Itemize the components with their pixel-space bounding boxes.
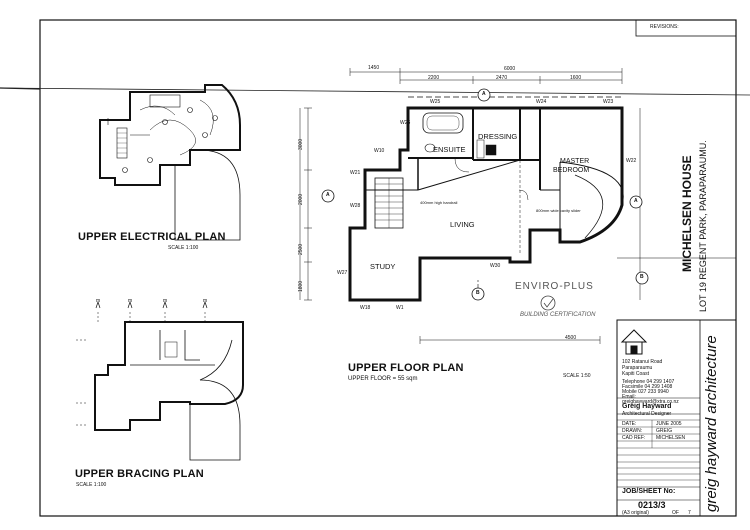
- job-sheet-number: 0213/3: [638, 500, 666, 510]
- firm-contact-line: Facsimile 04 299 1408: [622, 384, 673, 390]
- designer-role: Architectural Designer: [622, 411, 672, 417]
- date-label: DATE:: [622, 421, 637, 427]
- firm-contact-line: Email:: [622, 394, 636, 400]
- firm-address-line: Kapiti Coast: [622, 371, 649, 377]
- bracing-grid-marker: m: [96, 298, 101, 304]
- window-tag: W22: [626, 158, 637, 164]
- dimension-label: 1450: [368, 65, 380, 71]
- section-marker-label: B: [640, 274, 644, 280]
- project-address: LOT 19 REGENT PARK, PARAPARAUMU.: [698, 140, 708, 312]
- dimension-label: 2470: [496, 75, 508, 81]
- dimension-label: 4500: [565, 335, 577, 341]
- firm-contact-line: Mobile 027 233 9940: [622, 389, 669, 395]
- cad-label: CAD REF:: [622, 435, 646, 441]
- window-tag: W26: [400, 120, 411, 126]
- bracing-grid-marker: m: [128, 298, 133, 304]
- paper-size-note: (A3 original): [622, 510, 649, 516]
- room-label-ensuite: ENSUITE: [433, 145, 466, 154]
- house-logo-icon: [620, 329, 648, 355]
- date-value: JUNE 2005: [656, 421, 682, 427]
- sheet-total: 7: [688, 510, 691, 516]
- job-sheet-label: JOB/SHEET No:: [622, 488, 676, 495]
- dimension-label: 3000: [298, 138, 304, 150]
- firm-contact-line: greighayward@xtra.co.nz: [622, 399, 679, 405]
- bracing-plan-drawing: [76, 300, 244, 461]
- bracing-grid-marker: m: [163, 298, 168, 304]
- sheet-of-label: OF: [672, 510, 679, 516]
- window-tag: W25: [430, 99, 441, 105]
- window-tag: W23: [603, 99, 614, 105]
- window-tag: W30: [490, 263, 501, 269]
- certification-stamp-title: ENVIRO-PLUS: [515, 281, 594, 292]
- dimension-label: 1800: [298, 280, 304, 292]
- designer-name: Greig Hayward: [622, 403, 672, 410]
- firm-address-line: 102 Ratanui Road: [622, 359, 663, 365]
- drawn-label: DRAWN:: [622, 428, 643, 434]
- bracing-plan-title: UPPER BRACING PLAN: [75, 468, 204, 480]
- window-tag: W10: [374, 148, 385, 154]
- revisions-label: REVISIONS:: [650, 24, 679, 30]
- electrical-plan-drawing: [99, 84, 241, 241]
- firm-address-line: Paraparaumu: [622, 365, 653, 371]
- section-marker-icons: [321, 88, 649, 301]
- project-name: MICHELSEN HOUSE: [680, 155, 694, 272]
- floor-plan-title: UPPER FLOOR PLAN: [348, 362, 464, 374]
- firm-brand: greig hayward architecture: [703, 335, 720, 512]
- handrail-note: 400mm high handrail: [420, 200, 458, 205]
- dimension-label: 2000: [298, 193, 304, 205]
- section-marker-label: A: [326, 192, 330, 198]
- window-tag: W21: [350, 170, 361, 176]
- section-marker-label: A: [634, 198, 638, 204]
- section-marker-label: A: [482, 91, 486, 97]
- floor-plan-drawing: [299, 68, 641, 344]
- room-label-study: STUDY: [370, 262, 396, 271]
- window-tag: W27: [337, 270, 348, 276]
- window-tag: W18: [360, 305, 371, 311]
- drawn-value: GREIG: [656, 428, 673, 434]
- room-label-bedroom: BEDROOM: [553, 167, 590, 174]
- window-tag: W1: [396, 305, 404, 311]
- dimension-label: 2500: [298, 243, 304, 255]
- floor-plan-area: UPPER FLOOR = 55 sqm: [348, 376, 418, 382]
- bracing-grid-marker: m: [203, 298, 208, 304]
- section-marker-label: B: [476, 290, 480, 296]
- room-label-master: MASTER: [560, 158, 590, 165]
- window-tag: W28: [350, 203, 361, 209]
- firm-contact-line: Telephone 04 299 1407: [622, 379, 675, 385]
- window-tag: W24: [536, 99, 547, 105]
- dimension-label: 6000: [504, 66, 516, 72]
- room-label-dressing: DRESSING: [478, 132, 518, 141]
- floor-plan-scale: SCALE 1:50: [563, 373, 591, 379]
- room-label-living: LIVING: [450, 220, 475, 229]
- title-block-frame: [616, 257, 737, 517]
- cad-value: MICHELSEN: [656, 435, 686, 441]
- electrical-plan-title: UPPER ELECTRICAL PLAN: [78, 231, 226, 243]
- dimension-label: 2200: [428, 75, 440, 81]
- certification-stamp-icon: [540, 295, 556, 311]
- bracing-plan-scale: SCALE 1:100: [76, 482, 107, 488]
- electrical-plan-scale: SCALE 1:100: [168, 245, 199, 251]
- dimension-label: 1600: [570, 75, 582, 81]
- certification-stamp-subtitle: BUILDING CERTIFICATION: [520, 312, 596, 318]
- slider-note: 800mm wide cavity slider: [536, 208, 581, 213]
